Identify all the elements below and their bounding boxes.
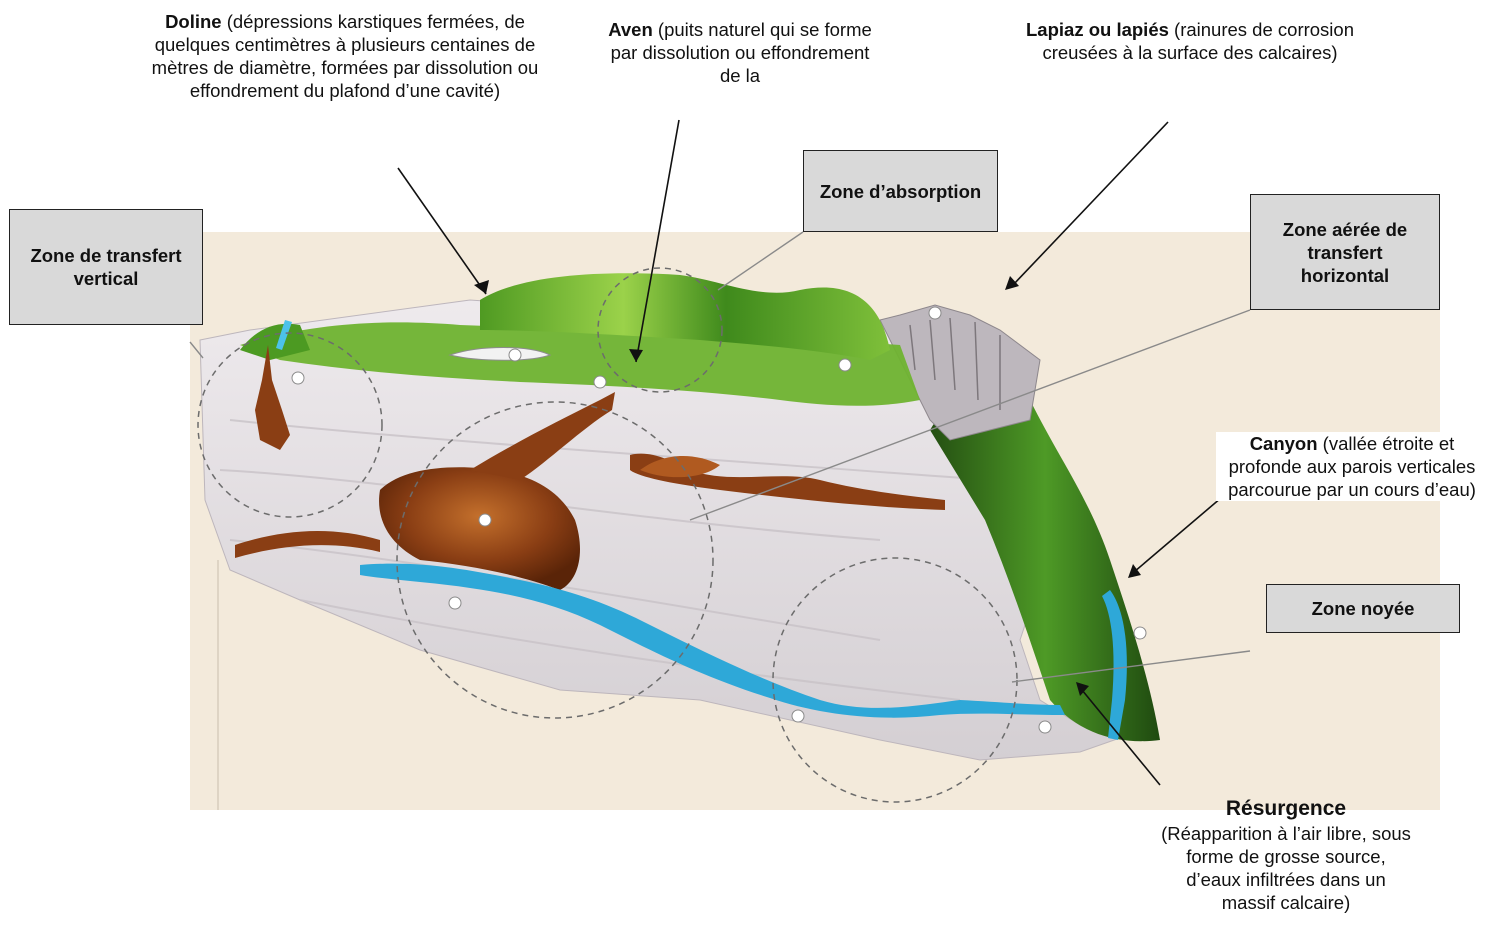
lapiaz-title: Lapiaz ou lapiés [1026, 19, 1169, 40]
zone-vertical-text: Zone de transfert vertical [30, 244, 182, 290]
zone-absorption-text: Zone d’absorption [820, 180, 981, 203]
zone-horizontal-text: Zone aérée de transfert horizontal [1261, 218, 1429, 287]
resurgence-desc: (Réapparition à l’air libre, sous forme … [1161, 823, 1411, 913]
aven-label: Aven (puits naturel qui se forme par dis… [600, 18, 880, 87]
zone-box-horizontal: Zone aérée de transfert horizontal [1250, 194, 1440, 310]
zone-box-noyee: Zone noyée [1266, 584, 1460, 633]
lapiaz-label: Lapiaz ou lapiés (rainures de corrosion … [1020, 18, 1360, 64]
resurgence-label: Résurgence (Réapparition à l’air libre, … [1160, 795, 1412, 914]
zone-noyee-text: Zone noyée [1312, 597, 1415, 620]
canyon-label: Canyon (vallée étroite et profonde aux p… [1216, 432, 1488, 501]
aven-title: Aven [608, 19, 653, 40]
doline-title: Doline [165, 11, 222, 32]
doline-label: Doline (dépressions karstiques fermées, … [150, 10, 540, 102]
zone-box-vertical: Zone de transfert vertical [9, 209, 203, 325]
canyon-title: Canyon [1250, 433, 1318, 454]
zone-box-absorption: Zone d’absorption [803, 150, 998, 232]
resurgence-title: Résurgence [1160, 795, 1412, 822]
